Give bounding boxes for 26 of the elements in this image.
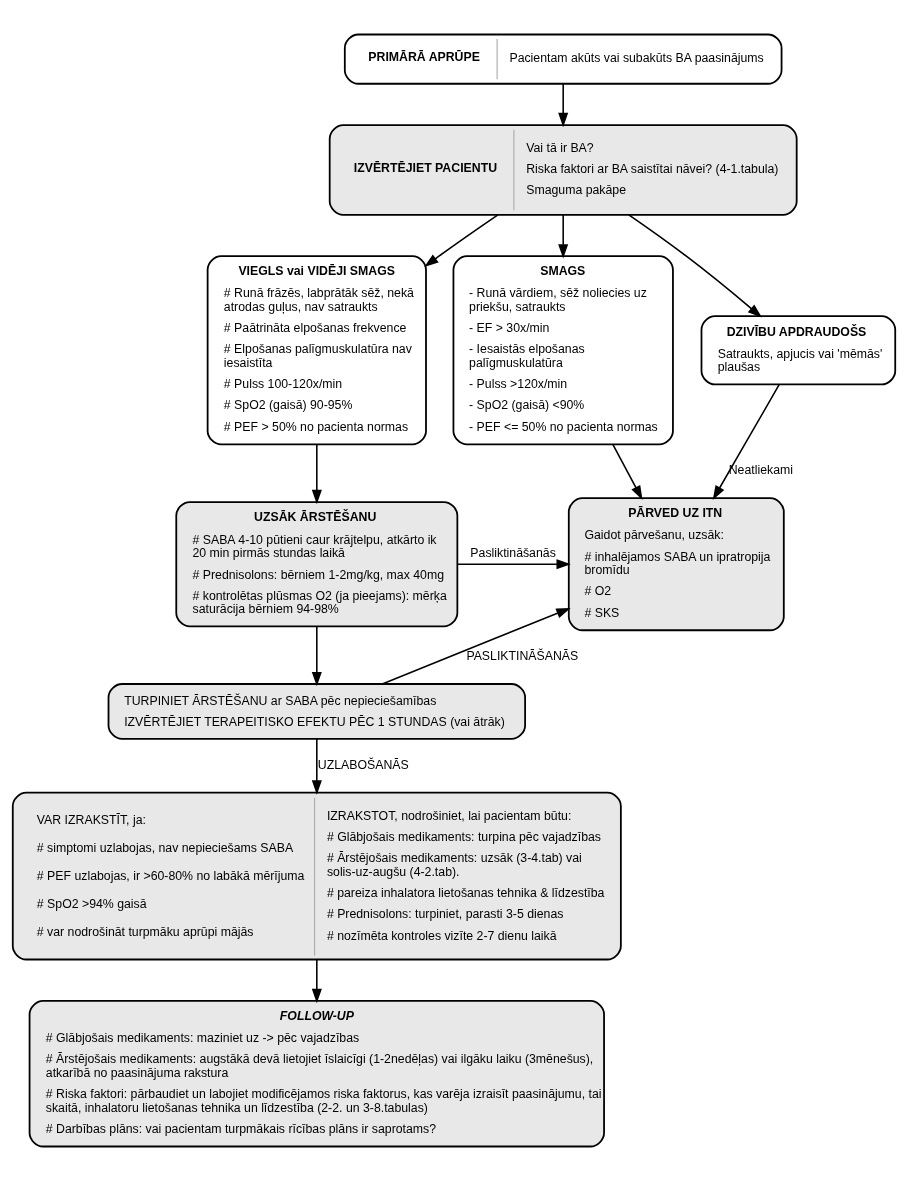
node-box: FOLLOW-UP # Glābjošais medikaments: maziniet uz -> pēc vajadzības # Ārstējošais medikaments: augstākā devā lietojiet īslaicīgi (1-2nedēļas) vai ilgāku laiku (3mēnešus), atkarībā no paasinājuma rakstura # Riska faktori: pārbaudiet un labojiet modificējamos riska faktorus, kas varēja izraisīt paasinājumu, tai skaitā, inhalatoru lietošanas tehnika un līdzestība (2-2. un 3-8.tabulas) # Darbības plāns: vai pacientam turpmākais rīcības plāns ir saprotams? bbox=[28, 1000, 605, 1148]
node-box: UZSĀK ĀRSTĒŠANU # SABA 4-10 pūtieni caur krājtelpu, atkārto ik 20 min pirmās stundas laikā # Prednisolons: bērniem 1-2mg/kg, max 40mg # kontrolētas plūsmas O2 (ja pieejams): mērķa saturācija bērniem 94-98% bbox=[175, 501, 459, 628]
node-box: TURPINIET ĀRSTĒŠANU ar SABA pēc nepieciešamības IZVĒRTĒJIET TERAPEITISKO EFEKTU PĒC 1 STUNDAS (vai ātrāk) bbox=[107, 683, 526, 740]
arrow bbox=[311, 625, 322, 687]
arrow bbox=[381, 607, 571, 685]
arrow bbox=[311, 443, 322, 505]
arrow bbox=[628, 214, 762, 318]
arrow bbox=[712, 383, 781, 500]
node-box: IZVĒRTĒJIET PACIENTU Vai tā ir BA? Riska faktori ar BA saistītai nāvei? (4-1.tabula) Smaguma pakāpe bbox=[328, 124, 798, 216]
arrow bbox=[311, 959, 322, 1004]
node-box: VAR IZRAKSTĪT, ja: # simptomi uzlabojas, nav nepieciešams SABA # PEF uzlabojas, ir >60-80% no labākā mērījuma # SpO2 >94% gaisā # var nodrošināt turpmāku aprūpi mājās IZRAKSTOT, nodrošiniet, lai pacientam būtu: # Glābjošais medikaments: turpina pēc vajadzības # Ārstējošais medikaments: uzsāk (3-4.tab) vai solis-uz-augšu (4-2.tab). # pareiza inhalatora lietošanas tehnika & līdzestība # Prednisolons: turpiniet, parasti 3-5 dienas # nozīmēta kontroles vizīte 2-7 dienu laikā bbox=[11, 791, 622, 961]
edge-label: Neatliekami bbox=[728, 463, 793, 478]
arrow bbox=[424, 214, 499, 267]
node-box: SMAGS - Runā vārdiem, sēž noliecies uz priekšu, satraukts - EF > 30x/min - Iesaistās elpošanas palīgmuskulatūra - Pulss >120x/min - SpO2 (gaisā) <90% - PEF <= 50% no pacienta normas bbox=[452, 255, 674, 446]
node-box: PĀRVED UZ ITN Gaidot pārvešanu, uzsāk: # inhalējamos SABA un ipratropija bromīdu # O2 # SKS bbox=[567, 497, 785, 632]
arrow bbox=[612, 443, 643, 500]
edge-label: Pasliktināšanās bbox=[470, 546, 556, 561]
node-box: PRIMĀRĀ APRŪPE Pacientam akūts vai subakūts BA paasinājums bbox=[343, 33, 783, 85]
arrow bbox=[558, 214, 569, 259]
arrow bbox=[558, 83, 569, 128]
node-box: VIEGLS vai VIDĒJI SMAGS # Runā frāzēs, labprātāk sēž, nekā atrodas guļus, nav satraukts # Paātrināta elpošanas frekvence # Elpošanas palīgmuskulatūra nav iesaistīta # Pulss 100-120x/min # SpO2 (gaisā) 90-95% # PEF > 50% no pacienta normas bbox=[206, 255, 427, 446]
node-box: DZIVĪBU APDRAUDOŠS Satraukts, apjucis vai 'mēmās' plaušas bbox=[700, 315, 897, 386]
arrow bbox=[457, 559, 571, 570]
arrow bbox=[311, 738, 322, 795]
edge-label: UZLABOŠANĀS bbox=[317, 757, 409, 772]
edge-label: PASLIKTINĀŠANĀS bbox=[466, 649, 579, 664]
